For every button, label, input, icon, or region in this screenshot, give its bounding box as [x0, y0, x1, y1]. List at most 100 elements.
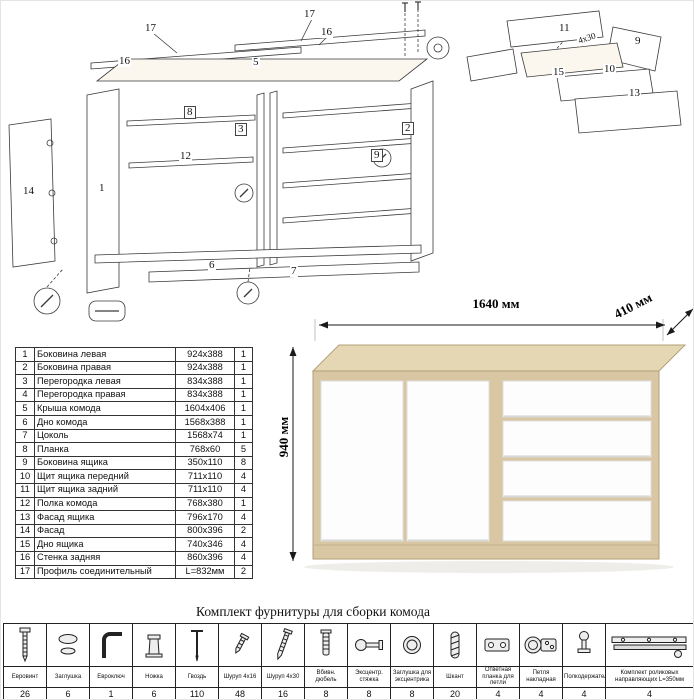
- hw-name: Полкодержатель: [562, 666, 606, 688]
- callout-number: 2: [402, 122, 414, 135]
- part-qty: 4: [234, 550, 253, 566]
- part-name: Полка комода: [34, 496, 176, 512]
- callout-number: 1: [98, 182, 106, 194]
- hardware-qty-row: 26 6 1 6 110 48 16 8 8 8 20 4 4 4 4: [3, 686, 693, 699]
- hw-name: Ножка: [132, 666, 176, 688]
- callout-number: 10: [603, 63, 616, 75]
- part-qty: 1: [234, 414, 253, 430]
- part-size: 1604x406: [175, 401, 235, 416]
- part-name: Дно ящика: [34, 537, 176, 552]
- callout-number: 3: [235, 123, 247, 136]
- part-number: 3: [15, 374, 35, 389]
- part-size: L=832мм: [175, 564, 235, 580]
- part-name: Цоколь: [34, 428, 176, 444]
- part-name: Перегородка левая: [34, 374, 176, 389]
- nail-icon: [191, 630, 203, 662]
- callout-number: 9: [371, 149, 383, 162]
- part-name: Фасад: [34, 523, 176, 539]
- callout-number: 11: [558, 22, 571, 34]
- callout-number: 17: [144, 22, 157, 34]
- part-qty: 1: [234, 496, 253, 512]
- hinge-plate-icon: [484, 638, 510, 652]
- hw-name: Эксцентр. стяжка: [347, 666, 391, 688]
- part-qty: 4: [234, 537, 253, 552]
- part-name: Планка: [34, 442, 176, 457]
- part-number: 12: [15, 496, 35, 512]
- hw-icon-cell: [519, 623, 563, 667]
- callout-number: 15: [552, 66, 565, 78]
- hw-qty: 26: [3, 686, 47, 699]
- dimension-width: 1640 мм: [472, 296, 520, 311]
- hw-icon-cell: [89, 623, 133, 667]
- hw-name: Евроключ: [89, 666, 133, 688]
- screw-4x30-icon: [277, 627, 293, 661]
- part-number: 15: [15, 537, 35, 552]
- wood-dowel-icon: [450, 631, 460, 659]
- hw-name: Петля накладная: [519, 666, 563, 688]
- hardware-name-row: Евровинт Заглушка Евроключ Ножка Гвоздь …: [3, 666, 693, 688]
- callout-number: 13: [628, 87, 641, 99]
- part-name: Профиль соединительный: [34, 564, 176, 580]
- hardware-table: Евровинт Заглушка Евроключ Ножка Гвоздь …: [3, 623, 693, 699]
- hw-qty: 6: [132, 686, 176, 699]
- part-size: 1568x388: [175, 414, 235, 430]
- part-qty: 2: [234, 523, 253, 539]
- part-number: 6: [15, 414, 35, 430]
- part-size: 800x396: [175, 523, 235, 539]
- part-size: 711x110: [175, 482, 235, 498]
- plug-cap-icon: [58, 634, 78, 655]
- part-qty: 1: [234, 401, 253, 416]
- callout-number: 6: [208, 259, 216, 271]
- furniture-leg-icon: [145, 634, 163, 658]
- callout-number: 5: [252, 56, 260, 68]
- hw-icon-cell: [46, 623, 90, 667]
- part-qty: 8: [234, 455, 253, 471]
- callout-number: 9: [634, 35, 642, 47]
- hw-name: Евровинт: [3, 666, 47, 688]
- dresser-3d-view: [289, 308, 693, 573]
- part-name: Дно комода: [34, 414, 176, 430]
- hw-icon-cell: [175, 623, 219, 667]
- part-size: 1568x74: [175, 428, 235, 444]
- hw-qty: 8: [390, 686, 434, 699]
- part-name: Крыша комода: [34, 401, 176, 416]
- part-qty: 1: [234, 387, 253, 403]
- confirmat-screw-icon: [19, 627, 31, 663]
- part-number: 2: [15, 360, 35, 376]
- hw-qty: 4: [605, 686, 693, 699]
- part-qty: 4: [234, 482, 253, 498]
- hw-icon-cell: [261, 623, 305, 667]
- hw-qty: 4: [519, 686, 563, 699]
- hw-icon-cell: [347, 623, 391, 667]
- part-size: 834x388: [175, 387, 235, 403]
- part-qty: 2: [234, 564, 253, 580]
- cam-bolt-icon: [355, 639, 383, 651]
- hw-icon-cell: [218, 623, 262, 667]
- hardware-icon-row: [3, 623, 693, 667]
- part-size: 924x388: [175, 360, 235, 376]
- part-name: Боковина ящика: [34, 455, 176, 471]
- hw-name: Заглушка: [46, 666, 90, 688]
- hw-name: Комплект роликовых направляющих L=350мм: [605, 666, 693, 688]
- hw-qty: 1: [89, 686, 133, 699]
- dowel-pin-icon: [320, 629, 332, 656]
- part-size: 796x170: [175, 510, 235, 525]
- part-name: Щит ящика задний: [34, 482, 176, 498]
- hw-qty: 8: [304, 686, 348, 699]
- part-number: 9: [15, 455, 35, 471]
- part-name: Перегородка правая: [34, 387, 176, 403]
- hardware-kit-title: Комплект фурнитуры для сборки комода: [195, 604, 430, 619]
- hw-name: Заглушка для эксцентрика: [390, 666, 434, 688]
- hw-qty: 6: [46, 686, 90, 699]
- part-qty: 4: [234, 469, 253, 484]
- hw-name: Шуруп 4х16: [218, 666, 262, 688]
- part-number: 11: [15, 482, 35, 498]
